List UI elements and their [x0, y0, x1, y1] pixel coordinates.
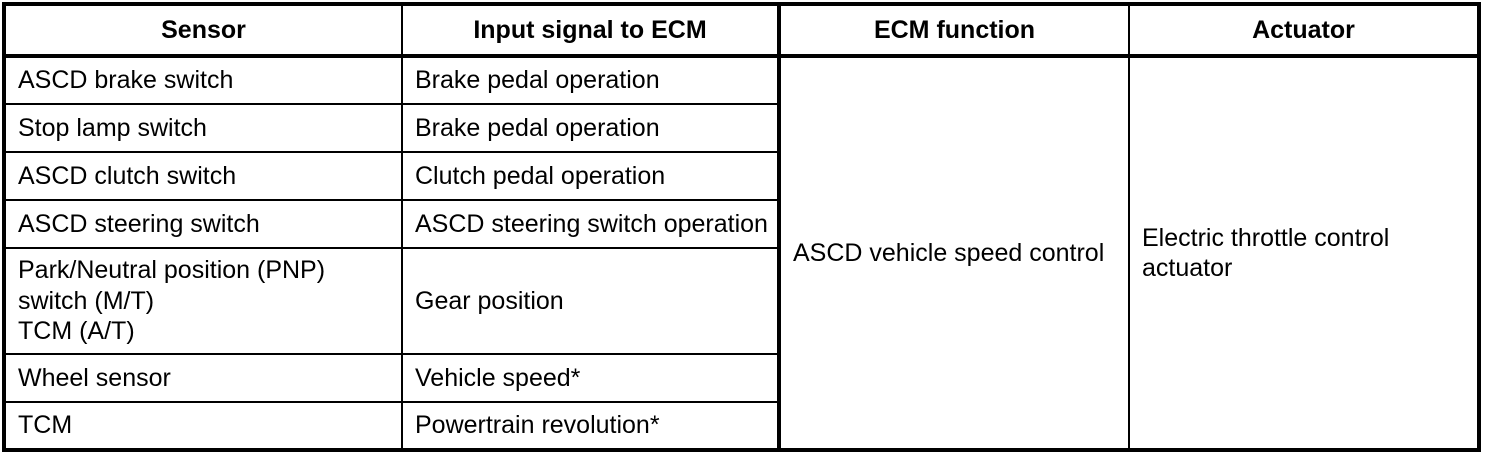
table-row: ASCD steering switch ASCD steering switc… [3, 199, 1479, 249]
header-row: Sensor Input signal to ECM ECM function … [3, 3, 1480, 58]
table-row: Stop lamp switch Brake pedal operation [3, 103, 1479, 153]
cell-sensor: Wheel sensor [3, 353, 403, 403]
table-body: ASCD brake switch Brake pedal operation … [3, 55, 1480, 451]
cell-input-signal: Brake pedal operation [401, 103, 780, 153]
cell-sensor: ASCD brake switch [3, 55, 403, 105]
cell-input-signal: Brake pedal operation [401, 55, 780, 105]
column-header-input-signal: Input signal to ECM [401, 3, 780, 58]
cell-input-signal: Powertrain revolution* [401, 401, 780, 451]
cell-sensor: TCM [3, 401, 403, 451]
cell-input-signal: Gear position [401, 247, 780, 355]
cell-actuator-merged: Electric throttle control actuator [1128, 55, 1480, 451]
ascd-system-table: Sensor Input signal to ECM ECM function … [2, 2, 1481, 452]
table-row: ASCD clutch switch Clutch pedal operatio… [3, 151, 1479, 201]
table-row: Park/Neutral position (PNP) switch (M/T)… [3, 247, 1479, 355]
column-header-ecm-function: ECM function [777, 3, 1130, 58]
table-header: Sensor Input signal to ECM ECM function … [3, 3, 1480, 58]
cell-input-signal: ASCD steering switch operation [401, 199, 780, 249]
cell-sensor: ASCD clutch switch [3, 151, 403, 201]
table-row: TCM Powertrain revolution* [3, 401, 1479, 451]
cell-input-signal: Clutch pedal operation [401, 151, 780, 201]
column-header-actuator: Actuator [1128, 3, 1480, 58]
cell-sensor: Park/Neutral position (PNP) switch (M/T)… [3, 247, 403, 355]
column-header-sensor: Sensor [3, 3, 403, 58]
cell-sensor: ASCD steering switch [3, 199, 403, 249]
cell-input-signal: Vehicle speed* [401, 353, 780, 403]
cell-ecm-function-merged: ASCD vehicle speed control [777, 55, 1130, 451]
table-row: ASCD brake switch Brake pedal operation … [3, 55, 1480, 451]
table-row: Wheel sensor Vehicle speed* [3, 353, 1479, 403]
cell-sensor: Stop lamp switch [3, 103, 403, 153]
